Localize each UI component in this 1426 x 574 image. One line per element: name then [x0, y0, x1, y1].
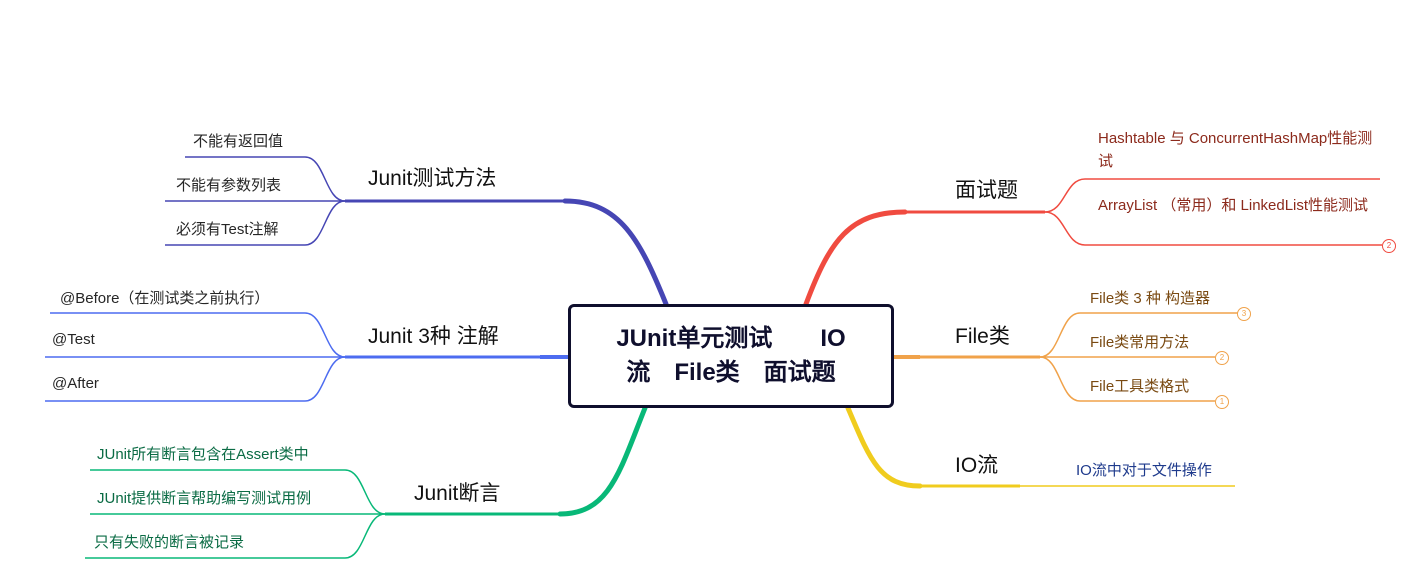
leaf-file-constructors[interactable]: File类 3 种 构造器 [1090, 290, 1211, 307]
leaf-hashtable-vs-concurrenthashmap[interactable]: Hashtable 与 ConcurrentHashMap性能测试 [1098, 130, 1373, 170]
central-topic[interactable]: JUnit单元测试 IO 流 File类 面试题 [568, 304, 894, 408]
count-badge[interactable]: 2 [1382, 239, 1396, 253]
leaf-failed-assert-recorded[interactable]: 只有失败的断言被记录 [94, 534, 245, 551]
trunk-interview [803, 209, 908, 307]
branch-io[interactable]: IO流 [955, 454, 999, 477]
leaf-file-common-methods[interactable]: File类常用方法 [1090, 334, 1190, 351]
branch-file[interactable]: File类 [955, 325, 1010, 348]
leaf-io-file-operations[interactable]: IO流中对于文件操作 [1076, 462, 1212, 479]
branch-junit-methods[interactable]: Junit测试方法 [368, 167, 497, 190]
branch-junit-assert[interactable]: Junit断言 [414, 482, 501, 505]
count-badge[interactable]: 3 [1237, 307, 1251, 321]
central-topic-label: JUnit单元测试 IO 流 File类 面试题 [616, 325, 846, 386]
leaf-arraylist-vs-linkedlist[interactable]: ArrayList （常用）和 LinkedList性能测试 [1098, 197, 1369, 214]
leaf-before-annotation[interactable]: @Before（在测试类之前执行） [60, 290, 270, 307]
leaf-no-parameter-list[interactable]: 不能有参数列表 [176, 177, 282, 194]
leaf-no-return-value[interactable]: 不能有返回值 [193, 133, 284, 150]
trunk-io [845, 405, 923, 489]
leaf-assert-class[interactable]: JUnit所有断言包含在Assert类中 [97, 446, 309, 463]
trunk-junit-methods [562, 198, 669, 307]
count-badge[interactable]: 1 [1215, 395, 1229, 409]
leaf-file-utility-format[interactable]: File工具类格式 [1090, 378, 1190, 395]
branch-interview[interactable]: 面试题 [955, 179, 1018, 202]
trunk-junit-assert [557, 405, 648, 517]
leaf-assert-helps-test-cases[interactable]: JUnit提供断言帮助编写测试用例 [97, 490, 312, 507]
branch-junit-annotations[interactable]: Junit 3种 注解 [368, 325, 499, 348]
leaf-test-annotation-required[interactable]: 必须有Test注解 [176, 221, 279, 238]
leaf-test-annotation[interactable]: @Test [52, 331, 95, 348]
count-badge[interactable]: 2 [1215, 351, 1229, 365]
leaf-after-annotation[interactable]: @After [52, 375, 99, 392]
